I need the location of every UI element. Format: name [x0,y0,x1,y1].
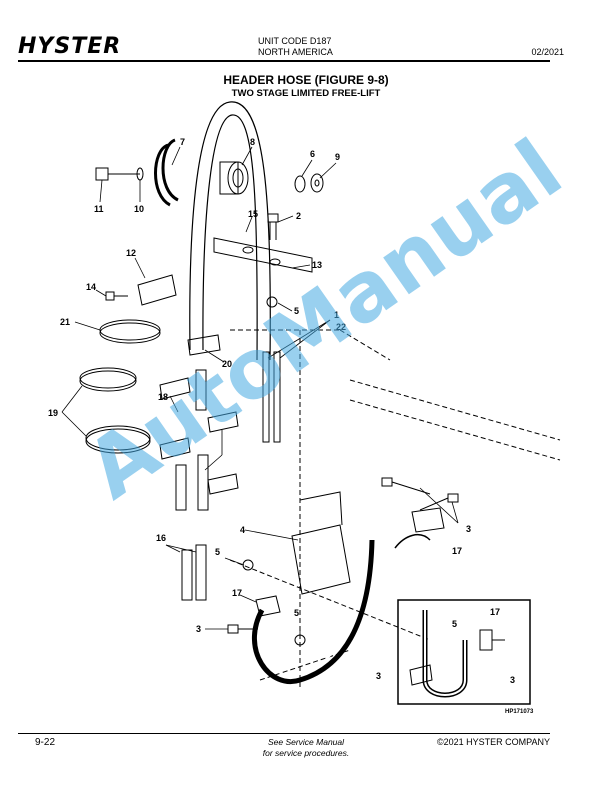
callout-20: 20 [222,359,232,369]
footer-note-line2: for service procedures. [262,748,350,758]
footer-note: See Service Manual for service procedure… [0,737,612,759]
callout-8: 8 [250,137,255,147]
footer-note-line1: See Service Manual [267,737,345,747]
callout-5-lower: 5 [294,608,299,618]
exploded-parts-diagram: 7 8 6 9 11 10 15 2 12 13 14 5 1 22 21 20… [48,101,561,705]
footer-rule [18,733,550,734]
figure-code: HP171073 [505,709,534,715]
callout-3-left: 3 [196,624,201,634]
callout-15: 15 [248,209,258,219]
page-number: 9-22 [35,737,56,748]
copyright: ©2021 HYSTER COMPANY [437,737,550,747]
callout-9: 9 [335,152,340,162]
callout-13: 13 [312,260,322,270]
callout-16: 16 [156,533,166,543]
header-rule [18,60,550,62]
figure-title: HEADER HOSE (FIGURE 9-8) [223,73,389,87]
hyster-logo: HYSTER [18,34,122,59]
region: NORTH AMERICA [258,47,333,57]
callout-22: 22 [336,322,346,332]
callout-21: 21 [60,317,70,327]
callout-1: 1 [334,310,339,320]
callout-3-right: 3 [466,524,471,534]
callout-18-top: 18 [158,392,168,402]
callout-5-mid: 5 [215,547,220,557]
callout-4: 4 [240,525,245,535]
callout-7: 7 [180,137,185,147]
callout-5-inset: 5 [452,619,457,629]
callout-2: 2 [296,211,301,221]
callout-3-inset: 3 [376,671,381,681]
callout-10: 10 [134,204,144,214]
callout-17-inset: 17 [490,607,500,617]
callout-17-left: 17 [232,588,242,598]
callout-12: 12 [126,248,136,258]
callout-3-inset-right: 3 [510,675,515,685]
callout-6: 6 [310,149,315,159]
unit-code-block: UNIT CODE D187 NORTH AMERICA [258,36,333,58]
figure-subtitle: TWO STAGE LIMITED FREE-LIFT [231,88,381,99]
callout-17-right: 17 [452,546,462,556]
callout-11: 11 [94,204,104,214]
unit-code: UNIT CODE D187 [258,36,332,46]
callout-14: 14 [86,282,96,292]
header-date: 02/2021 [531,47,564,57]
callout-5-top: 5 [294,306,299,316]
callout-19: 19 [48,408,58,418]
